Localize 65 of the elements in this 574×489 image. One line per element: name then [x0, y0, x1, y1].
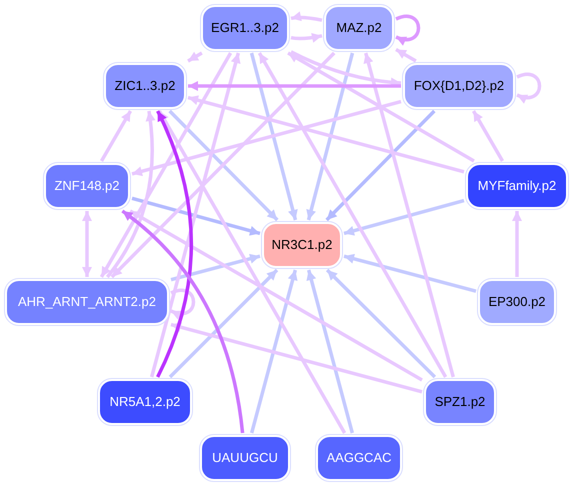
- node-label: AAGGCAC: [326, 450, 392, 466]
- arrow: [290, 50, 402, 88]
- node-label: UAUUGCU: [212, 450, 278, 466]
- node-box: [104, 63, 186, 109]
- node-box: [200, 435, 290, 481]
- arrow: [100, 110, 132, 162]
- arrow: [512, 211, 522, 277]
- arrow: [258, 52, 448, 378]
- arrow: [132, 196, 260, 236]
- node-box: [201, 5, 289, 51]
- node-box: [44, 163, 130, 209]
- arrow: [306, 270, 354, 434]
- arrow: [472, 110, 504, 162]
- arrow: [170, 322, 422, 394]
- node-box: [324, 5, 394, 51]
- arrow: [129, 209, 423, 382]
- node-label: MAZ.p2: [336, 20, 382, 36]
- arrow: [395, 48, 417, 63]
- node-box: [403, 63, 515, 109]
- arrow: [150, 52, 241, 378]
- arrow: [325, 110, 436, 222]
- arrow: [364, 52, 455, 378]
- arrow: [344, 198, 464, 236]
- arrow: [306, 52, 354, 220]
- node-label: ZNF148.p2: [54, 178, 120, 194]
- node-label: AHR_ARNT_ARNT2.p2: [18, 294, 156, 310]
- arrow: [188, 95, 464, 174]
- node-label: ZIC1..3.p2: [114, 78, 176, 94]
- arrow: [158, 110, 346, 434]
- arrow: [132, 100, 402, 176]
- self-loop-arrow: [170, 288, 196, 319]
- arrow: [290, 12, 322, 22]
- node-label: EGR1..3.p2: [211, 20, 279, 36]
- node-box: [98, 379, 192, 425]
- arrow: [287, 51, 475, 163]
- arrow: [170, 254, 260, 282]
- node-label: SPZ1.p2: [434, 394, 486, 410]
- node-label: NR3C1.p2: [272, 236, 332, 254]
- node-box: [424, 379, 496, 425]
- arrow: [110, 52, 336, 278]
- arrow: [344, 254, 476, 293]
- arrow: [121, 210, 244, 434]
- arrow: [326, 268, 436, 378]
- node-box: [478, 279, 556, 325]
- node-box: [262, 222, 342, 268]
- arrow: [156, 110, 194, 378]
- arrow: [100, 52, 232, 278]
- arrow: [250, 52, 298, 220]
- self-loop-arrow: [395, 14, 420, 45]
- node-label: EP300.p2: [488, 294, 546, 310]
- node-label: NR5A1,2.p2: [110, 394, 180, 410]
- arrow: [250, 270, 298, 434]
- arrow: [106, 110, 156, 278]
- arrow: [290, 32, 322, 43]
- node-label: FOX{D1,D2}.p2: [414, 78, 504, 94]
- arrow: [187, 51, 203, 63]
- arrow: [168, 110, 279, 222]
- node-box: [5, 279, 169, 325]
- arrow: [168, 268, 278, 378]
- double-arrow: [82, 211, 92, 277]
- node-label: MYFfamily.p2: [478, 178, 556, 194]
- arrow: [188, 81, 401, 91]
- node-box: [316, 435, 402, 481]
- node-box: [466, 163, 568, 209]
- self-loop-arrow: [516, 72, 542, 103]
